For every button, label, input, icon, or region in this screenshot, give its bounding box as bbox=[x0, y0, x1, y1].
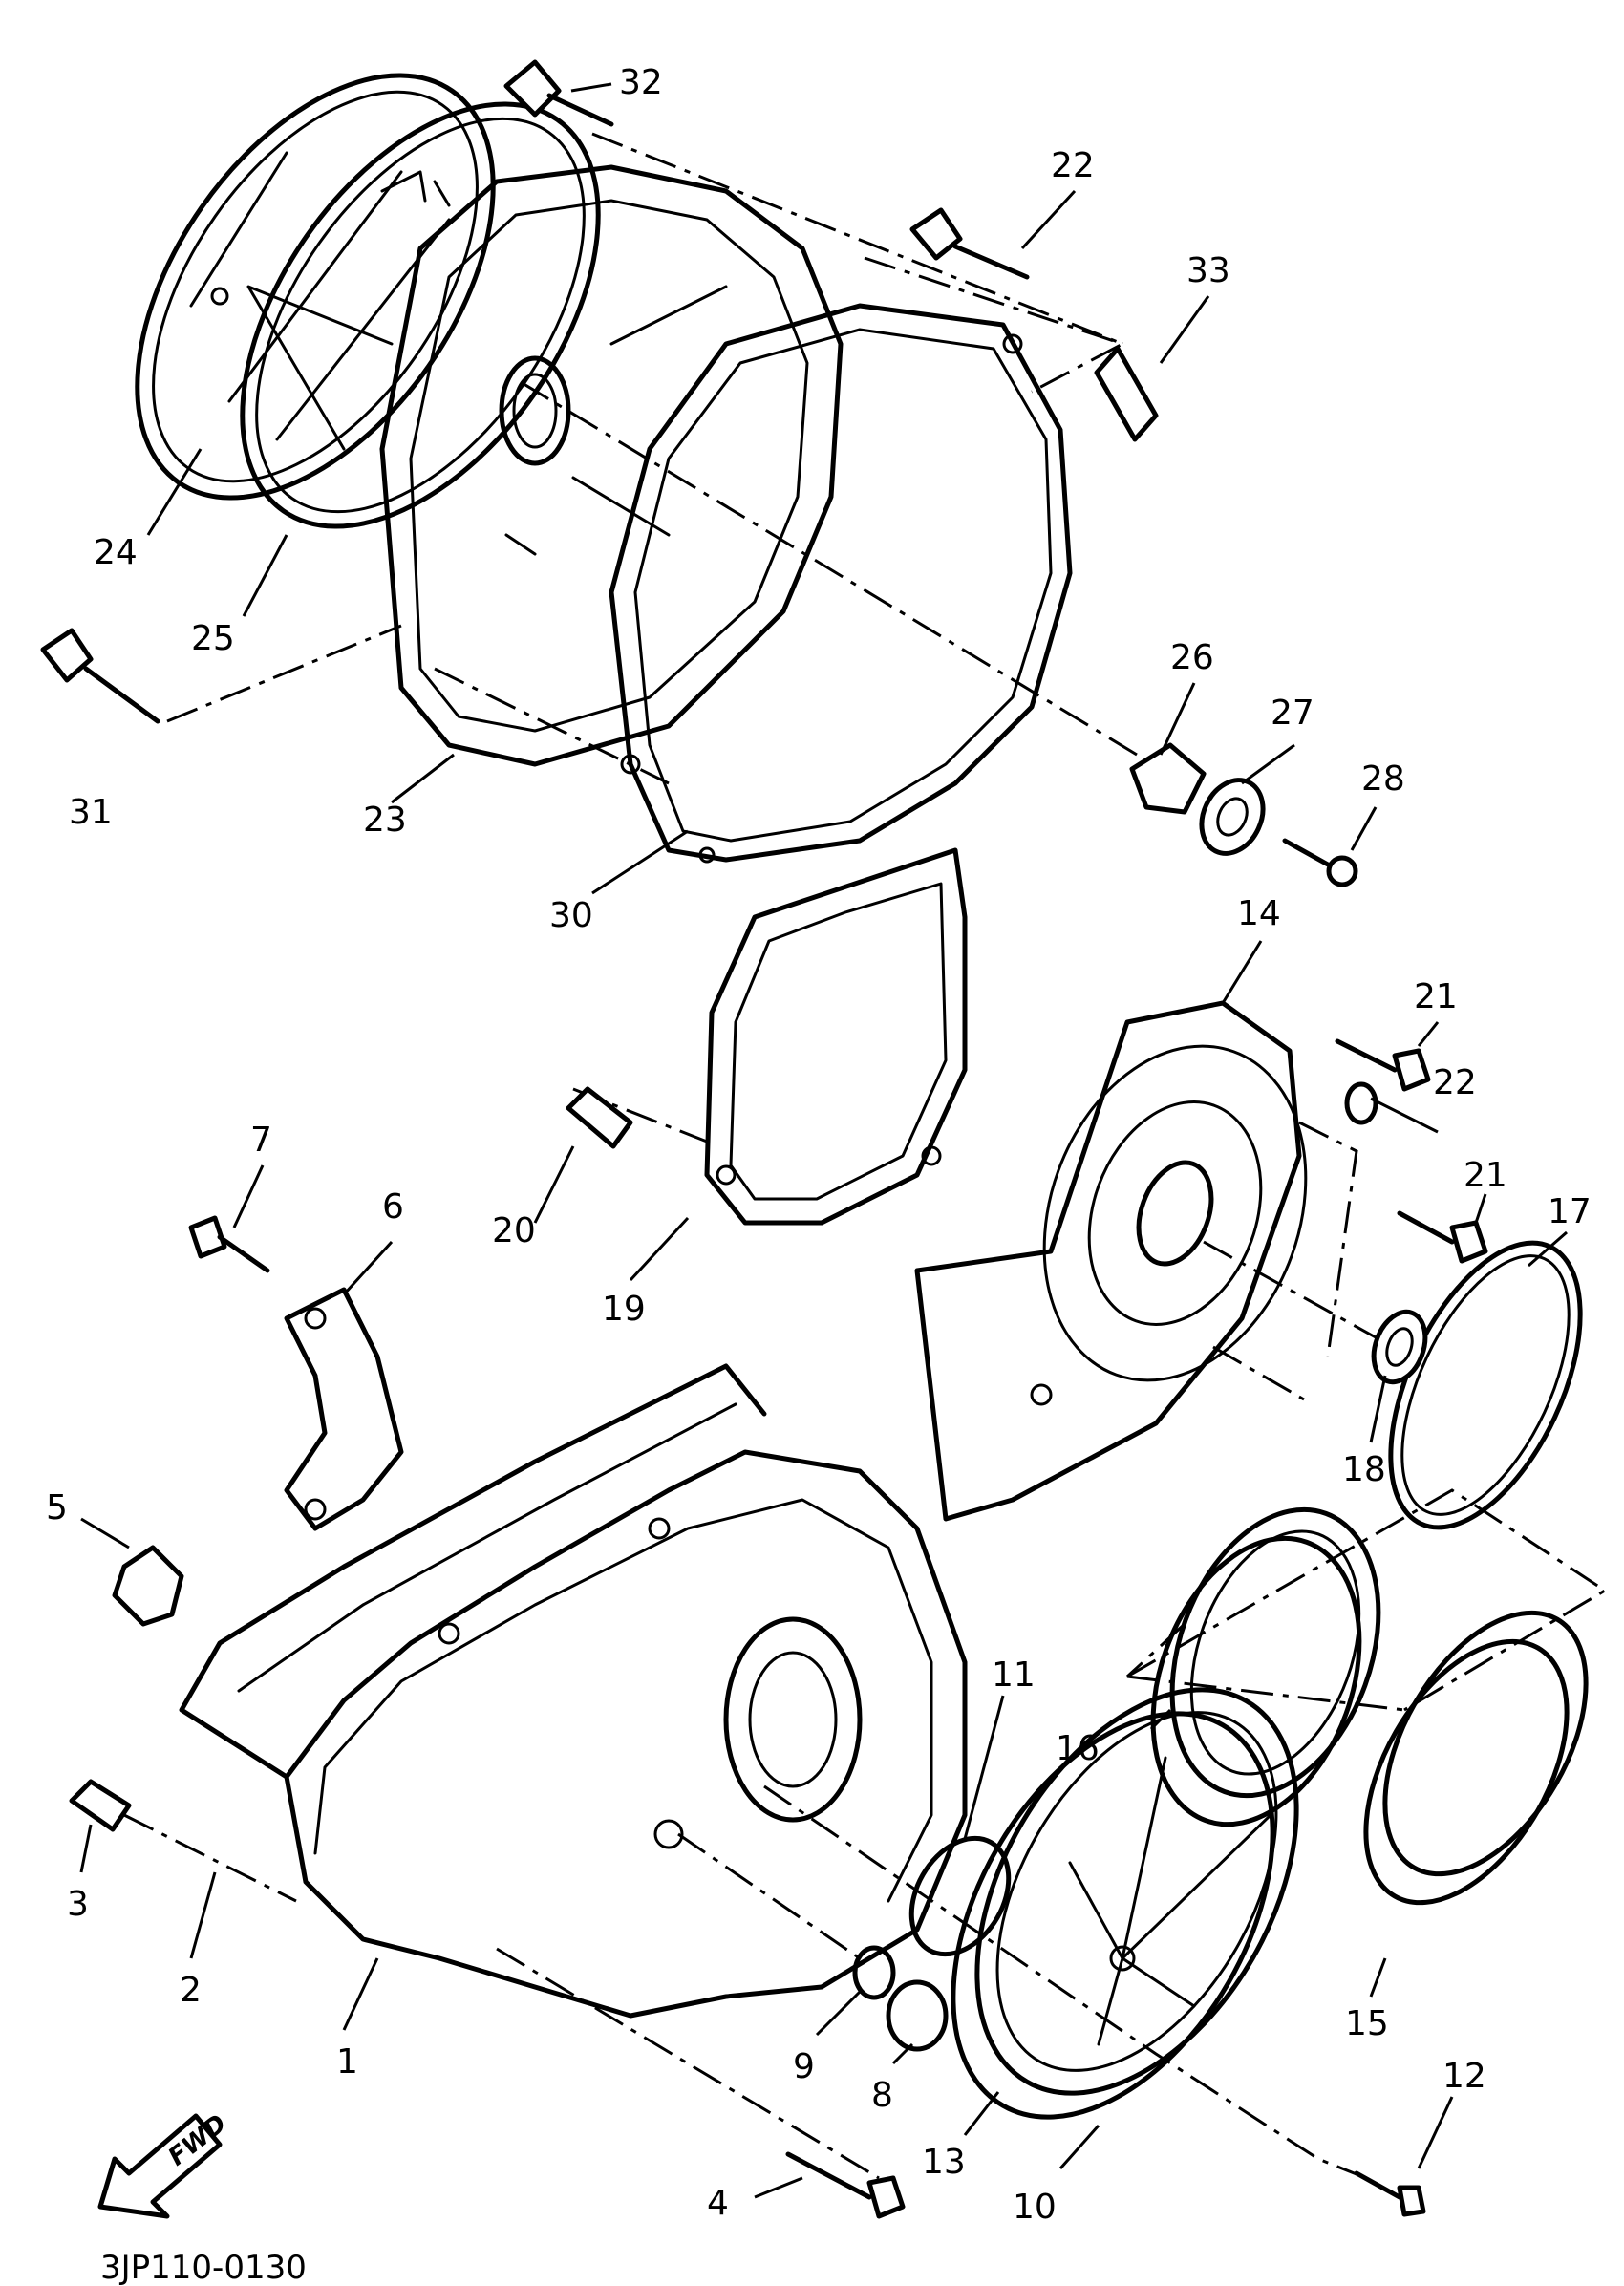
alignment-lines bbox=[123, 132, 1608, 2180]
callout-labels: 32 22 33 24 25 31 23 30 26 27 28 14 21 2… bbox=[46, 63, 1592, 2227]
part-26-gasket bbox=[240, 101, 601, 529]
bolt-33 bbox=[503, 59, 614, 127]
callout-5: 5 bbox=[46, 1488, 68, 1528]
fwd-arrow-icon: FWD bbox=[97, 2109, 232, 2219]
callout-14: 14 bbox=[1237, 894, 1281, 933]
callout-23: 22 bbox=[1051, 146, 1095, 185]
bolt-12 bbox=[1354, 2170, 1426, 2217]
callout-13: 13 bbox=[922, 2143, 966, 2182]
callout-8: 8 bbox=[871, 2076, 893, 2115]
callout-26: 25 bbox=[191, 619, 235, 658]
callout-21b: 21 bbox=[1464, 1156, 1507, 1195]
part-11-oring bbox=[908, 1835, 1012, 1957]
part-19-gasket bbox=[704, 847, 968, 1226]
part-1-crankcase-cover bbox=[179, 1363, 968, 2019]
callout-33: 32 bbox=[619, 63, 663, 102]
part-14-cover bbox=[914, 1000, 1308, 1522]
callout-25: 24 bbox=[94, 533, 138, 572]
callout-12: 12 bbox=[1442, 2057, 1486, 2096]
callout-4: 4 bbox=[707, 2184, 729, 2223]
part-17-circlip bbox=[1388, 1240, 1583, 1530]
bolt-7 bbox=[188, 1215, 270, 1273]
part-10-cover bbox=[951, 1687, 1299, 2120]
callout-2: 2 bbox=[180, 1971, 202, 2010]
leader-lines bbox=[79, 82, 1568, 2199]
part-5-clip bbox=[112, 1545, 184, 1627]
callout-15: 15 bbox=[1345, 2004, 1389, 2043]
callout-21a: 21 bbox=[1414, 977, 1458, 1016]
diagram-code: 3JP110-0130 bbox=[100, 2249, 307, 2286]
part-20-dowel bbox=[566, 1086, 633, 1149]
callout-9: 9 bbox=[793, 2047, 815, 2086]
callout-32: 31 bbox=[69, 793, 113, 832]
callout-22: 22 bbox=[1433, 1063, 1477, 1102]
callout-3: 3 bbox=[67, 1885, 89, 1924]
part-15-cap bbox=[1363, 1610, 1589, 1906]
part-31-dowel bbox=[1094, 346, 1159, 442]
part-27-collar bbox=[1129, 742, 1207, 815]
part-6-bracket bbox=[284, 1287, 404, 1531]
bolt-21b bbox=[1397, 1210, 1488, 1264]
callout-11: 11 bbox=[992, 1656, 1036, 1695]
callout-29: 28 bbox=[1361, 759, 1405, 799]
part-25-cover bbox=[135, 73, 496, 501]
callout-30: 30 bbox=[549, 896, 593, 935]
bolt-32 bbox=[40, 628, 160, 724]
callout-16: 16 bbox=[1056, 1729, 1100, 1768]
callout-24: 23 bbox=[363, 801, 407, 840]
callout-27: 26 bbox=[1170, 638, 1214, 677]
part-18-seal bbox=[1371, 1309, 1428, 1385]
bolt-23 bbox=[909, 207, 1030, 280]
bolt-29 bbox=[1282, 838, 1358, 887]
callout-31: 33 bbox=[1186, 251, 1230, 290]
callout-18: 18 bbox=[1342, 1450, 1386, 1489]
callout-10: 10 bbox=[1013, 2188, 1057, 2227]
bolt-4 bbox=[785, 2151, 906, 2219]
part-28-seal bbox=[1199, 778, 1266, 856]
part-16-seal-ring bbox=[1150, 1506, 1381, 1827]
callout-20: 20 bbox=[492, 1211, 536, 1250]
callout-19: 19 bbox=[602, 1290, 646, 1329]
callout-7: 7 bbox=[250, 1121, 272, 1160]
part-8-plug bbox=[886, 1979, 949, 2052]
part-30-gasket bbox=[609, 303, 1073, 864]
part-24-housing bbox=[379, 164, 844, 767]
callout-6: 6 bbox=[382, 1187, 404, 1227]
bolt-21a bbox=[1335, 1038, 1431, 1092]
part-22-oring bbox=[1344, 1081, 1378, 1125]
callout-28: 27 bbox=[1271, 694, 1314, 733]
part-9-oring bbox=[852, 1945, 896, 2000]
callout-1: 1 bbox=[336, 2042, 358, 2082]
callout-17: 17 bbox=[1548, 1192, 1592, 1231]
part-3-dowel bbox=[69, 1779, 132, 1832]
